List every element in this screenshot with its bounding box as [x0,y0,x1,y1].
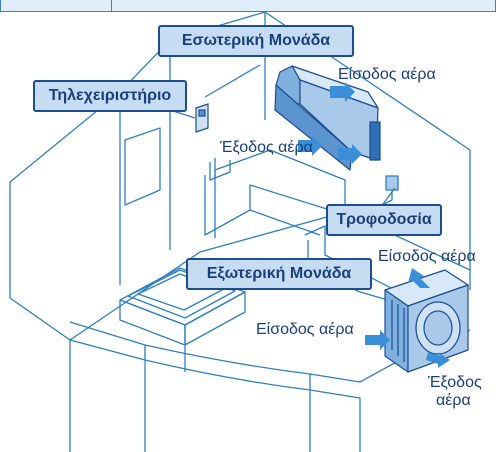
outdoor-air-inlet-left-text: Είσοδος αέρα [256,321,354,338]
indoor-air-outlet-text: Έξοδος αέρα [220,139,313,156]
door [124,127,161,206]
wall-top-right [264,11,471,290]
outdoor-unit-label: Εξωτερική Μονάδα [186,258,372,290]
outdoor-air-outlet-text-1: Έξοδος [428,374,482,391]
partition-wall [204,175,321,236]
front-curved-wall [69,339,361,452]
outdoor-air-inlet-top-text: Είσοδος αέρα [378,248,476,265]
outdoor-unit [384,269,469,373]
bed [119,267,246,372]
floor-edge-back [69,211,471,341]
indoor-unit-label: Εσωτερική Μονάδα [158,25,354,57]
outdoor-air-arrows [365,268,450,368]
remote-control [195,103,209,133]
power-supply-label: Τροφοδοσία [326,204,442,236]
indoor-unit [274,65,381,171]
outdoor-air-outlet-text-2: αέρα [436,392,471,409]
indoor-air-inlet-text: Είσοδος αέρα [338,66,436,83]
indoor-air-arrows [298,82,362,164]
back-wall-left [9,182,71,452]
remote-control-label: Τηλεχειριστήριο [33,80,187,112]
